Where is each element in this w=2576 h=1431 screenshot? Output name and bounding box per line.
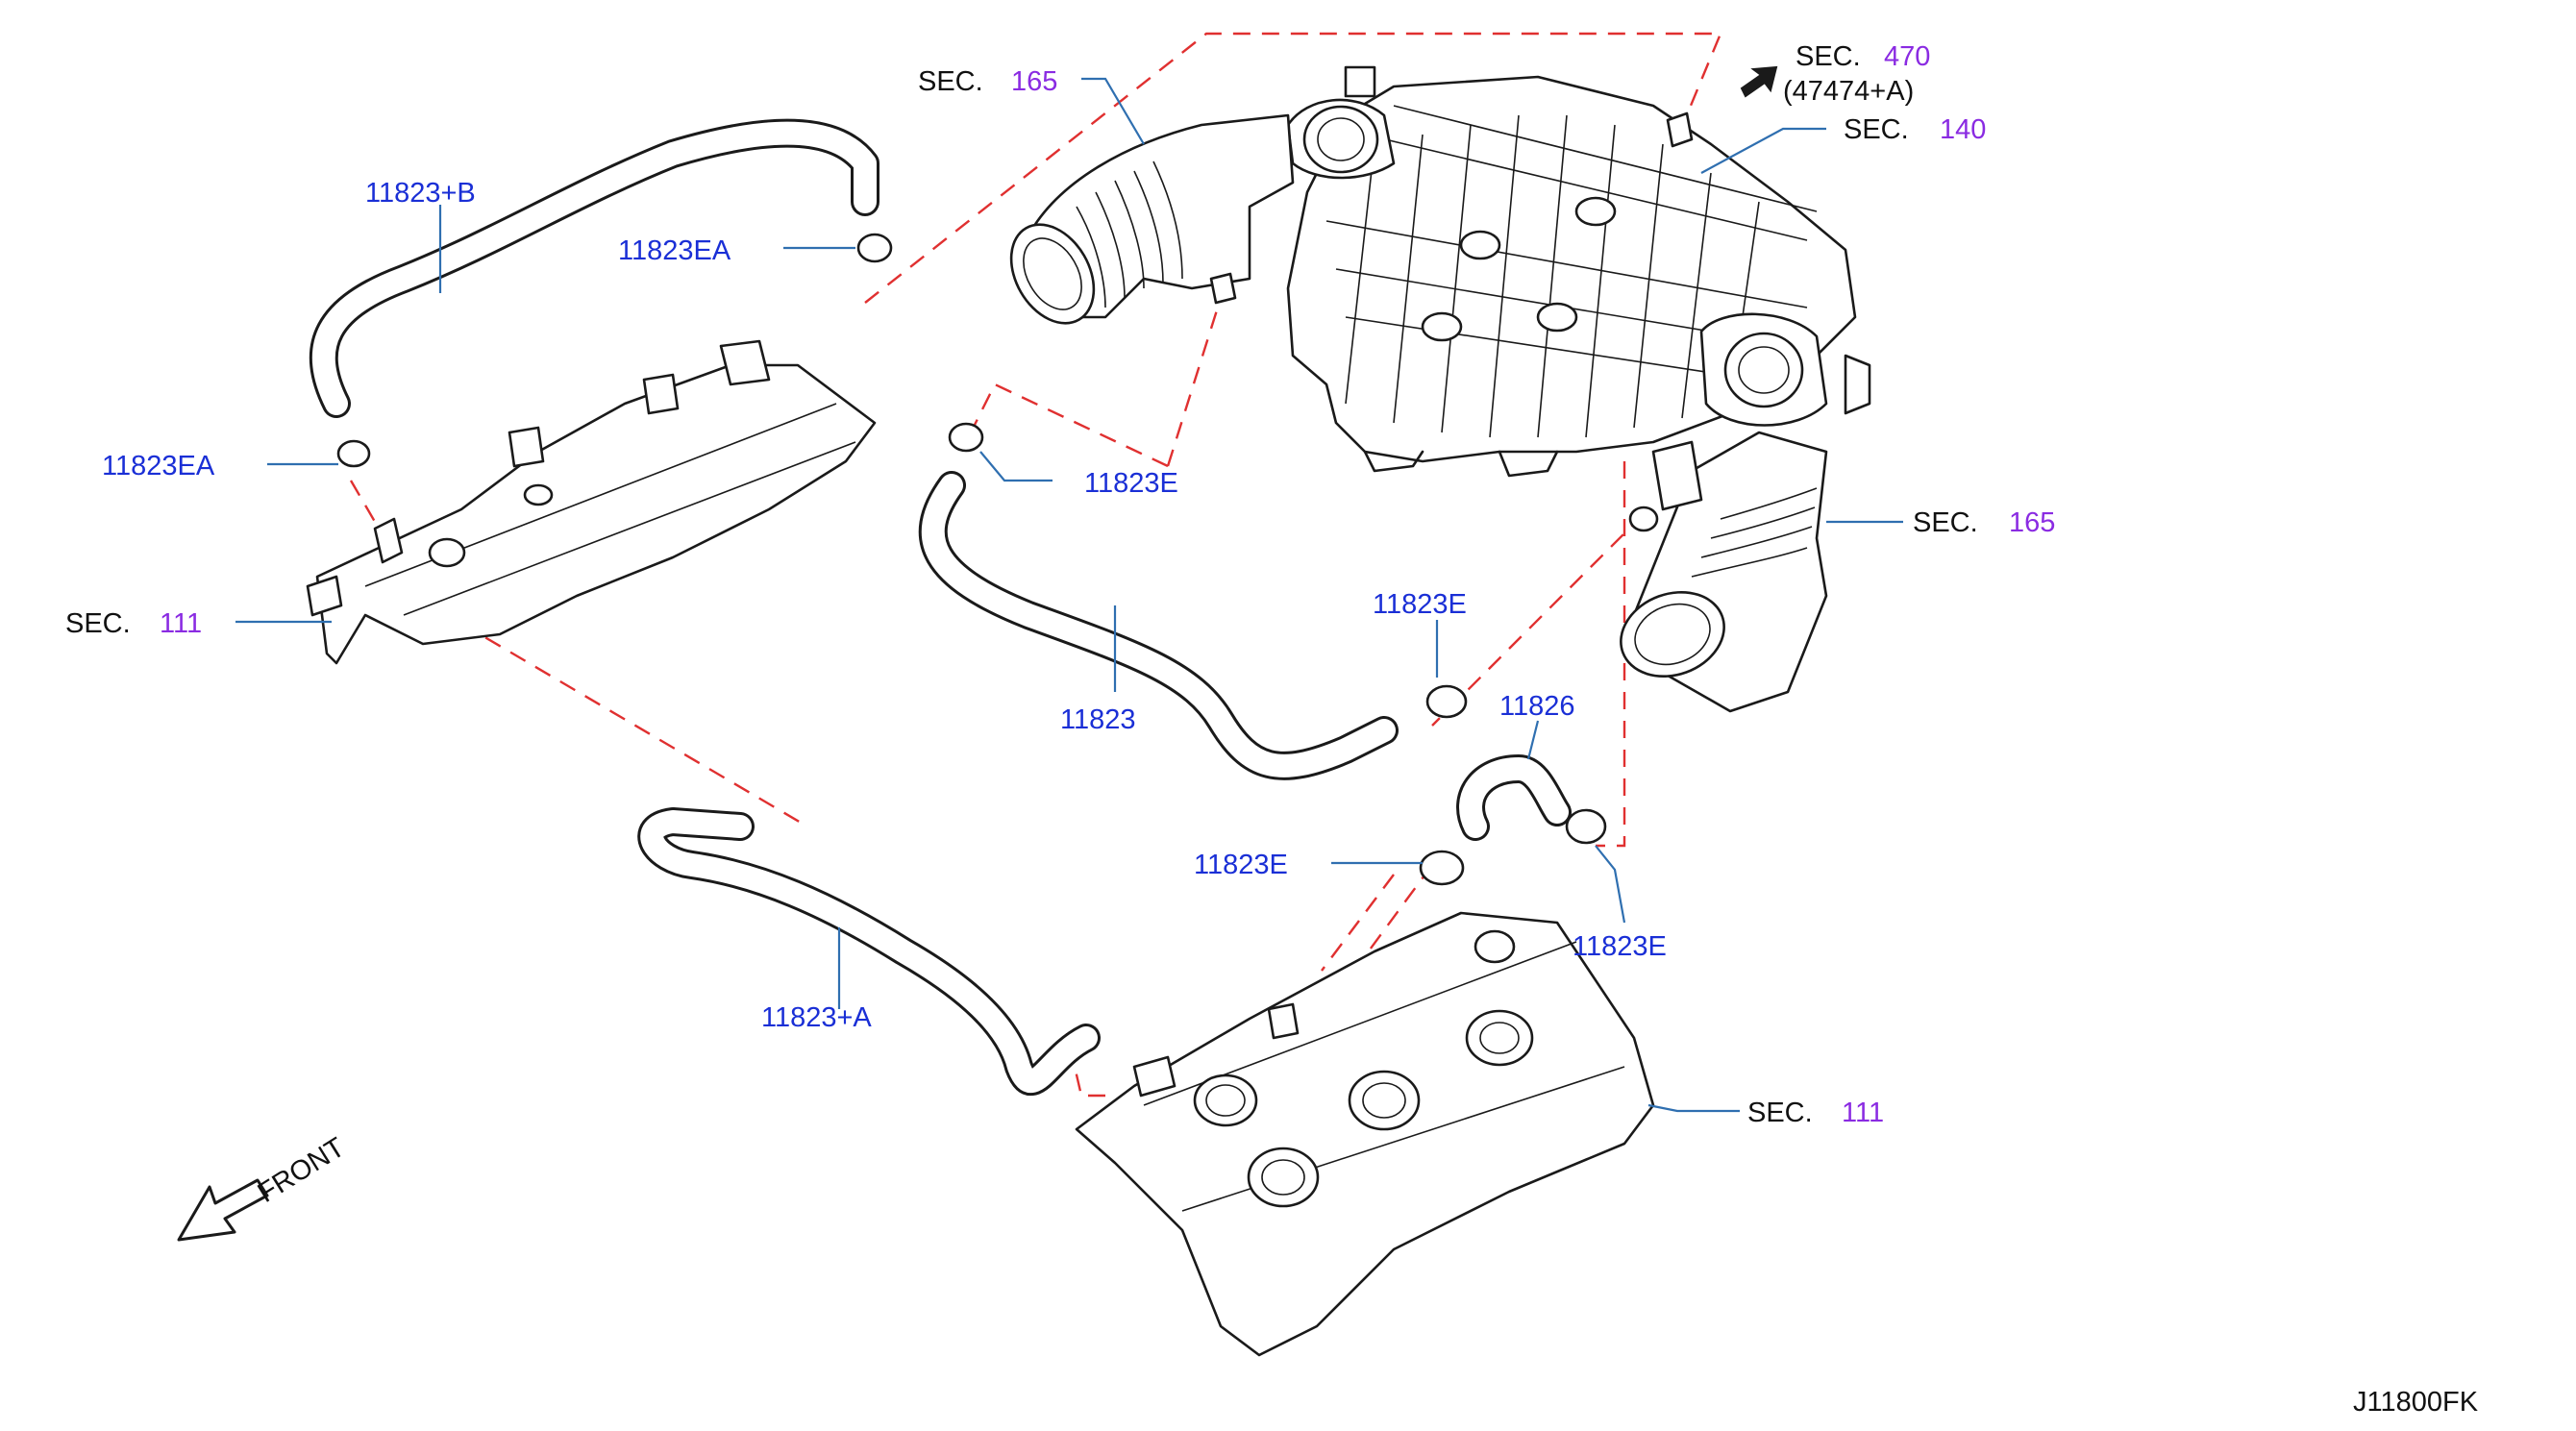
front-label: FRONT [253, 1132, 351, 1209]
part-11826-label: 11826 [1499, 691, 1575, 722]
air-duct-right [1620, 431, 1828, 713]
part-11823e-lower-label: 11823E [1194, 850, 1288, 880]
part-11823-label: 11823 [1060, 704, 1136, 735]
hose-11823 [918, 471, 1399, 780]
sec-165-top-label: SEC. [918, 66, 983, 97]
sec-470-sub-label: (47474+A) [1783, 76, 1914, 107]
sec-140-number: 140 [1940, 114, 1986, 145]
part-11823e-center-label: 11823E [1373, 589, 1467, 620]
sec-470-label: SEC. [1796, 41, 1861, 72]
clamps [336, 233, 1607, 886]
part-11823e-right-label: 11823E [1573, 931, 1667, 962]
rocker-cover-left [306, 339, 877, 665]
hose-11823-b [309, 118, 879, 418]
leader-lines [235, 77, 1903, 1113]
sec-470-number: 470 [1884, 41, 1930, 72]
sec-111-left-label: SEC. [65, 608, 131, 639]
sec-140-label: SEC. [1844, 114, 1909, 145]
sec-111-bottom-label: SEC. [1747, 1098, 1813, 1128]
part-11823ea-top-label: 11823EA [618, 235, 731, 266]
sec-165-right-label: SEC. [1913, 507, 1978, 538]
drawing-code: J11800FK [2353, 1387, 2479, 1418]
part-11823e-mid-label: 11823E [1084, 468, 1178, 499]
rocker-cover-right [1075, 911, 1655, 1357]
part-11823-a-label: 11823+A [761, 1002, 872, 1033]
sec-111-bottom-number: 111 [1842, 1098, 1884, 1128]
sec-111-left-number: 111 [160, 608, 202, 639]
sec-165-right-number: 165 [2009, 507, 2055, 538]
part-11823ea-left-label: 11823EA [102, 451, 215, 481]
front-arrow-icon [177, 1178, 269, 1242]
hose-11823-a [637, 807, 1101, 1096]
sec-165-top-number: 165 [1011, 66, 1057, 97]
intake-collector [1286, 65, 1871, 478]
sec-470-arrow-icon [1740, 65, 1778, 98]
air-duct-left [1009, 113, 1295, 325]
hose-11826 [1456, 754, 1572, 841]
part-11823-b-label: 11823+B [365, 178, 476, 209]
